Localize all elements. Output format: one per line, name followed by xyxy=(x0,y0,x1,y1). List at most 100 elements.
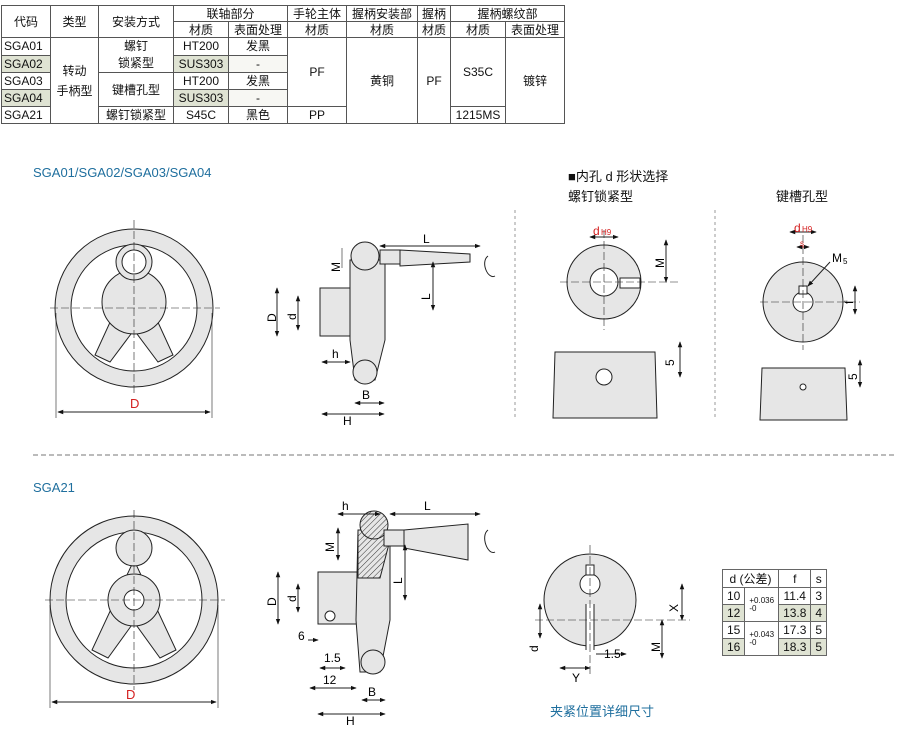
grip-mount-material-cell: 黄铜 xyxy=(346,37,418,124)
dim-h1-sga21: h xyxy=(342,499,349,513)
wheel-front-view xyxy=(50,220,220,418)
tol-lower: -0 xyxy=(749,603,757,613)
tolerance-cell: +0.043-0 xyxy=(744,621,780,656)
wheel-side-view-sga21 xyxy=(275,510,496,717)
type-cell: 转动 手柄型 xyxy=(50,37,99,124)
dim-s: s xyxy=(800,239,804,248)
mount-a-line-2: 锁紧型 xyxy=(117,56,154,70)
col-wheel: 手轮主体 xyxy=(287,5,347,22)
thread-finish-cell: 镀锌 xyxy=(505,37,565,124)
type-line-2: 手柄型 xyxy=(56,83,93,98)
s-value: 5 xyxy=(810,638,828,656)
tol-upper: +0.043 xyxy=(749,629,775,639)
mount-cell-a: 螺钉 锁紧型 xyxy=(98,37,174,73)
bore-dimension-table: d (公差) f s 10 +0.036-0 11.4 3 12 13.8 4 … xyxy=(721,569,828,656)
dim-M: M xyxy=(329,262,343,272)
dim-dH9-keyway: d xyxy=(794,221,801,235)
dim-L1: L xyxy=(419,293,433,300)
col-code: 代码 xyxy=(1,5,51,38)
mount-cell-b: 键槽孔型 xyxy=(98,72,174,107)
col-d-tolerance: d (公差) xyxy=(721,569,780,588)
dim-D: D xyxy=(130,396,139,411)
mount-a-line-1: 螺钉 xyxy=(123,39,148,53)
f-value: 18.3 xyxy=(778,638,812,656)
dim-H-sga21: H xyxy=(346,714,355,728)
col-thread: 握柄螺纹部 xyxy=(450,5,565,22)
dim-5: 5 xyxy=(663,359,677,366)
sub-coupling-finish: 表面处理 xyxy=(228,21,288,38)
hole-shape-title: ■内孔 d 形状选择 xyxy=(568,169,669,184)
code-cell: SGA02 xyxy=(1,54,51,73)
sub-coupling-material: 材质 xyxy=(173,21,229,38)
dim-X: X xyxy=(667,604,681,612)
screw-lock-hole-view xyxy=(552,230,683,419)
dim-H: H xyxy=(343,414,352,428)
dim-M1: M xyxy=(653,258,667,268)
d-value: 15 xyxy=(721,621,746,639)
dim-H9-sub-keyway: H9 xyxy=(802,225,813,234)
f-value: 17.3 xyxy=(778,621,812,639)
thread-material-cell: 1215MS xyxy=(450,106,506,124)
col-grip-mount: 握柄安装部 xyxy=(346,5,418,22)
coupling-finish-cell: 发黑 xyxy=(228,72,288,90)
coupling-material-cell: S45C xyxy=(173,106,229,124)
dim-M-sga21: M xyxy=(323,542,337,552)
wheel-material-cell: PP xyxy=(287,106,347,124)
dim-6: 6 xyxy=(298,629,305,643)
tol-lower: -0 xyxy=(749,637,757,647)
coupling-material-cell: SUS303 xyxy=(173,89,229,107)
s-value: 3 xyxy=(810,587,828,605)
thread-material-cell: S35C xyxy=(450,37,506,107)
dim-d2: d xyxy=(527,645,541,652)
dim-d-sga21: d xyxy=(285,595,299,602)
d-value: 12 xyxy=(721,604,746,622)
dim-L: L xyxy=(423,232,430,246)
spec-table: 代码 类型 安装方式 联轴部分 手轮主体 握柄安装部 握柄 握柄螺纹部 材质 表… xyxy=(1,5,565,124)
code-cell: SGA21 xyxy=(1,106,51,124)
dim-D-sga21: D xyxy=(126,687,135,702)
coupling-finish-cell: 黑色 xyxy=(228,106,288,124)
mount-cell-c: 螺钉锁紧型 xyxy=(98,106,174,124)
col-type: 类型 xyxy=(50,5,99,38)
col-coupling: 联轴部分 xyxy=(173,5,288,22)
dim-D1-sga21: D xyxy=(265,597,279,606)
dim-B-sga21: B xyxy=(368,685,376,699)
f-value: 13.8 xyxy=(778,604,812,622)
wheel-side-view xyxy=(274,241,496,417)
wheel-front-view-sga21 xyxy=(45,510,225,708)
col-f: f xyxy=(778,569,812,588)
coupling-finish-cell: - xyxy=(228,89,288,107)
dim-f: f xyxy=(842,300,856,304)
dim-1-5: 1.5 xyxy=(324,651,341,665)
dim-M5-sub: 5 xyxy=(843,257,848,266)
s-value: 4 xyxy=(810,604,828,622)
dim-d1: d xyxy=(285,313,299,320)
wheel-material-cell: PF xyxy=(287,37,347,107)
dim-M5: M xyxy=(832,251,842,265)
dim-M1-clamp: M xyxy=(649,642,663,652)
option-screw-lock: 螺钉锁紧型 xyxy=(568,189,634,204)
dim-B: B xyxy=(362,388,370,402)
sub-wheel-material: 材质 xyxy=(287,21,347,38)
tolerance-cell: +0.036-0 xyxy=(744,587,780,622)
code-cell: SGA04 xyxy=(1,89,51,107)
dim-dH9: d xyxy=(593,224,600,238)
dim-L-sga21: L xyxy=(424,499,431,513)
d-value: 16 xyxy=(721,638,746,656)
dim-5-keyway: 5 xyxy=(846,373,860,380)
clamp-caption: 夹紧位置详细尺寸 xyxy=(550,704,655,719)
f-value: 11.4 xyxy=(778,587,812,605)
dim-h1: h xyxy=(332,347,339,361)
type-line-1: 转动 xyxy=(62,63,87,78)
section2-title: SGA21 xyxy=(33,480,75,495)
option-keyway: 键槽孔型 xyxy=(776,189,829,204)
dim-12: 12 xyxy=(323,673,337,687)
keyway-hole-view xyxy=(759,229,863,421)
section1-title: SGA01/SGA02/SGA03/SGA04 xyxy=(33,165,212,180)
d-value: 10 xyxy=(721,587,746,605)
dim-D1: D xyxy=(265,313,279,322)
coupling-material-cell: SUS303 xyxy=(173,54,229,73)
clamp-detail-view xyxy=(535,545,690,675)
tol-upper: +0.036 xyxy=(749,595,775,605)
